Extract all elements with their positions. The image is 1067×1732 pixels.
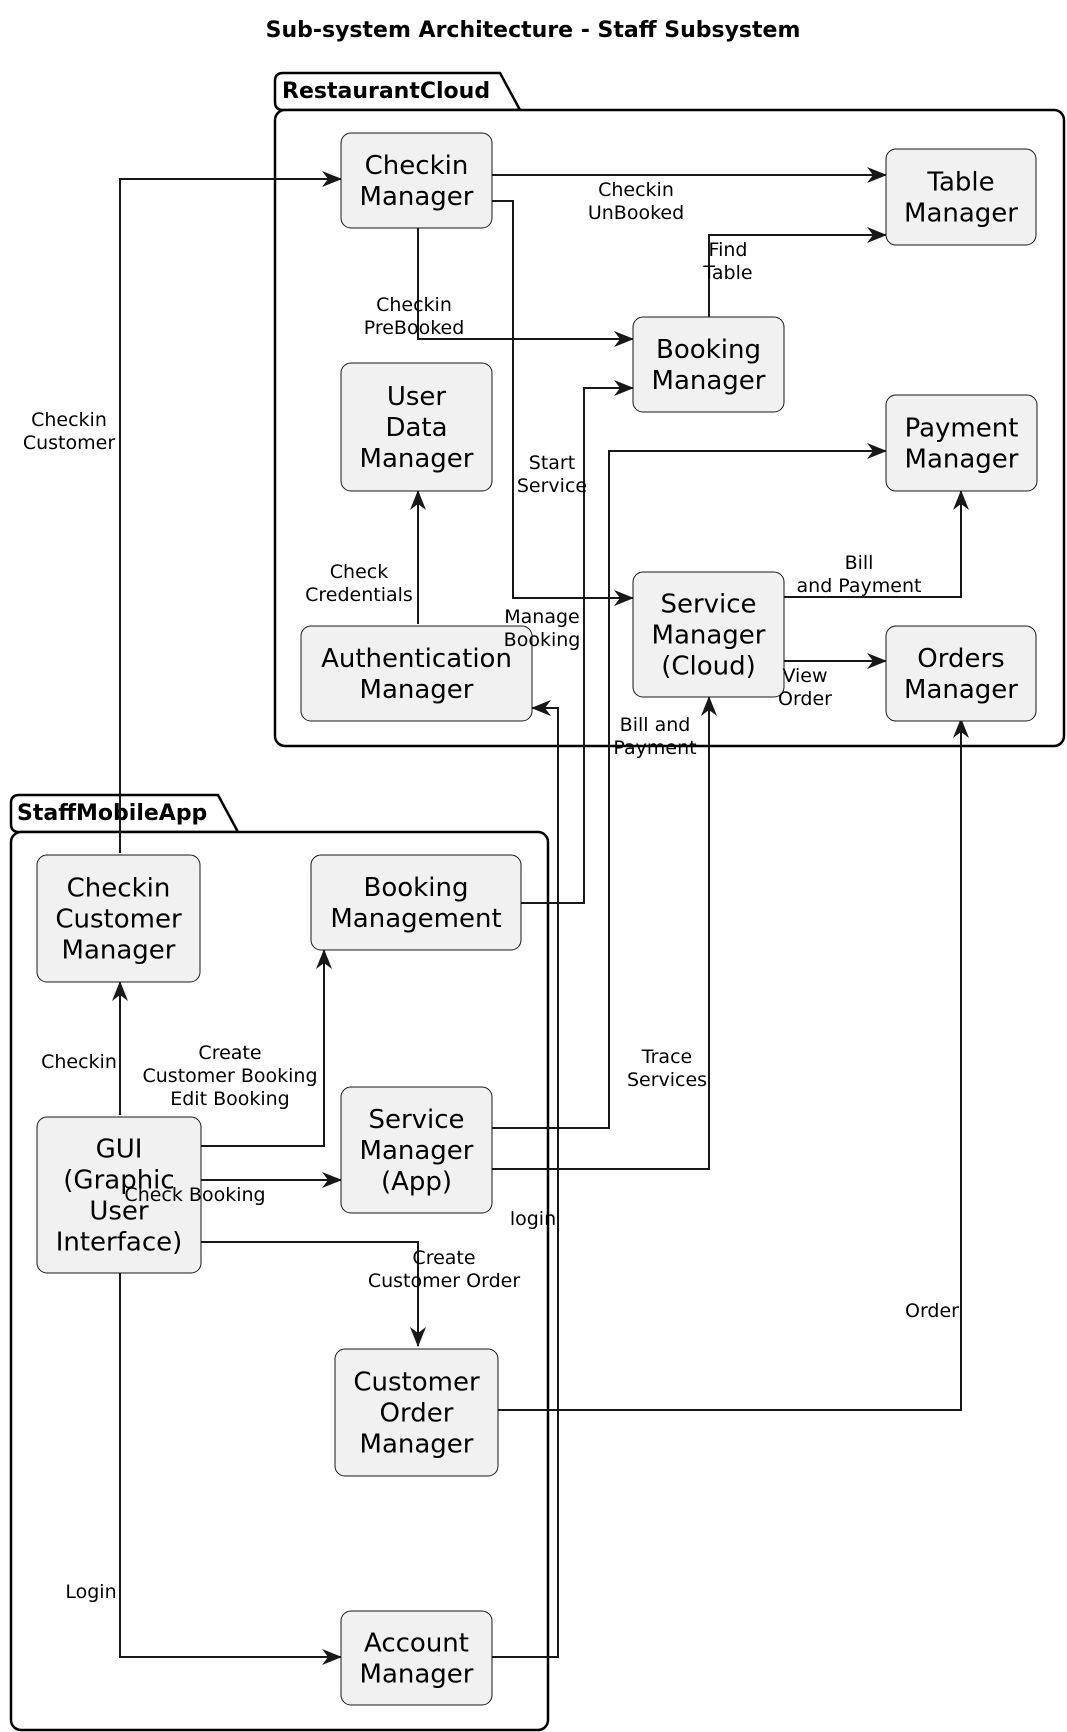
edge-manage-booking (521, 380, 634, 904)
label-checkin: Checkin (41, 1051, 117, 1073)
package-staff-mobile-app: StaffMobileApp (9, 793, 550, 1732)
diagram-title: Sub-system Architecture - Staff Subsyste… (266, 18, 801, 43)
package-label-app: StaffMobileApp (17, 801, 207, 826)
label-login-lower: login (510, 1208, 556, 1230)
edge-checkin-customer (119, 171, 342, 853)
edge-order (498, 718, 969, 1411)
label-check-booking: Check Booking (124, 1184, 265, 1206)
label-order: Order (905, 1300, 959, 1322)
edge-trace-services (492, 696, 717, 1170)
package-label-cloud: RestaurantCloud (282, 79, 490, 104)
edge-create-booking (201, 949, 332, 1147)
edge-bill-and-payment-app (492, 443, 887, 1129)
edge-bill-and-payment-cloud (784, 490, 969, 598)
edge-login-upper (119, 1272, 342, 1665)
edge-login-lower (492, 700, 559, 1658)
edges (112, 167, 969, 1665)
label-login-upper: Login (65, 1581, 116, 1603)
package-restaurant-cloud: RestaurantCloud (273, 71, 1066, 748)
edge-start-service (492, 200, 634, 606)
edge-create-order (201, 1241, 426, 1347)
edge-find-table (708, 227, 887, 317)
edge-checkin-prebooked (417, 228, 634, 347)
